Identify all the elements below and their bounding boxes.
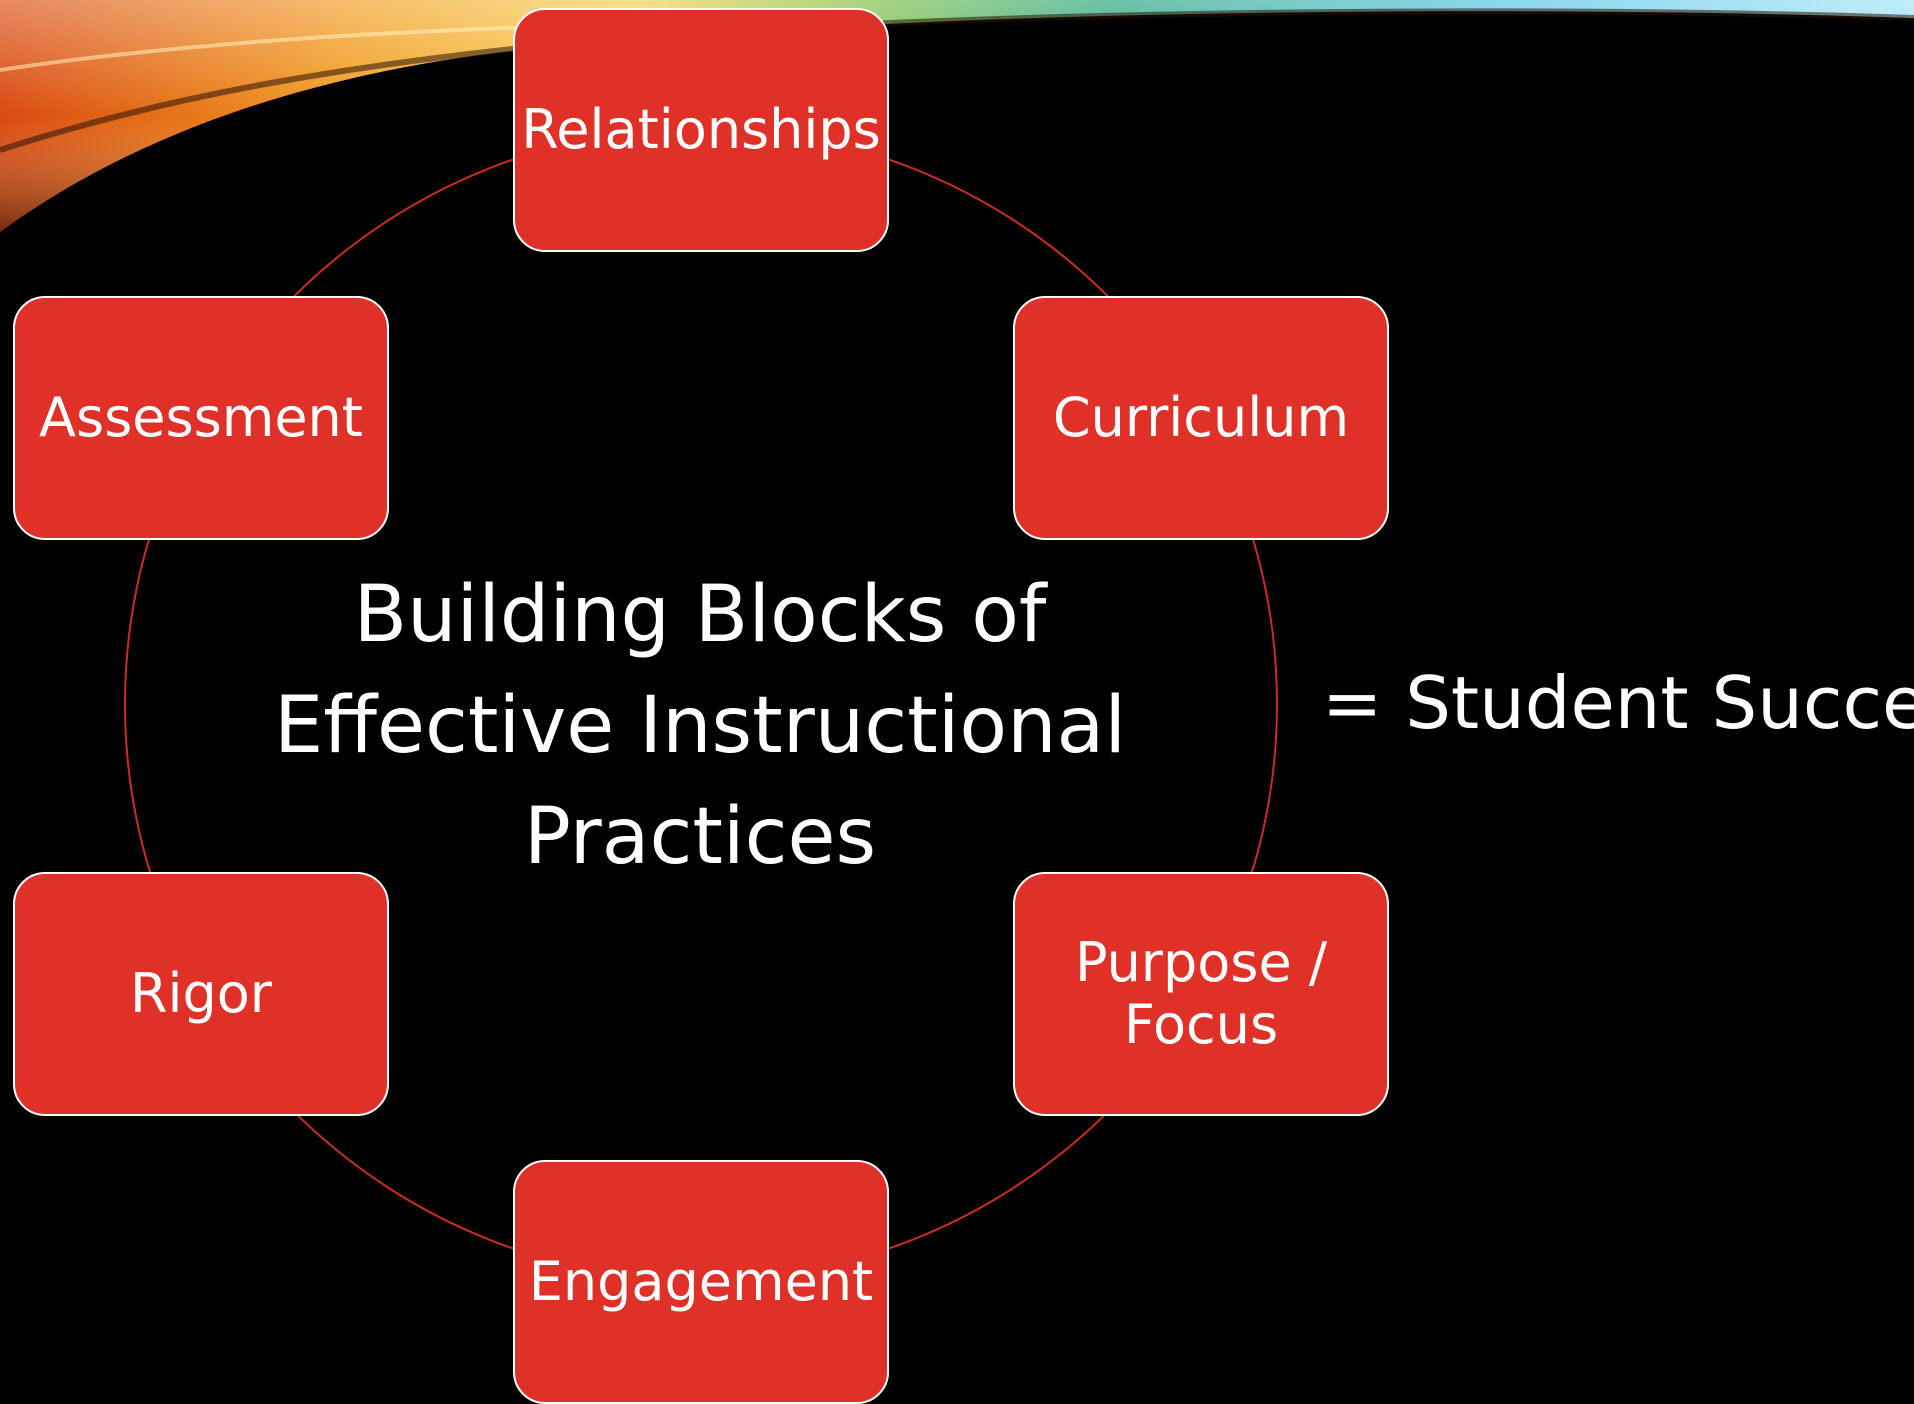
center-title: Building Blocks of Effective Instruction… [273,570,1127,882]
block-purpose-focus: Purpose / Focus [1013,872,1389,1116]
block-engagement: Engagement [513,1160,889,1404]
outcome-text: = Student Success [1322,661,1914,745]
block-purpose-focus-label: Purpose / Focus [1074,930,1328,1056]
block-relationships: Relationships [513,8,889,252]
block-curriculum: Curriculum [1013,296,1389,540]
top-swoosh-shade [0,0,1914,232]
block-relationships-label: Relationships [521,97,881,161]
block-rigor-label: Rigor [129,961,273,1025]
block-engagement-label: Engagement [528,1249,874,1313]
block-assessment: Assessment [13,296,389,540]
block-curriculum-label: Curriculum [1052,385,1350,449]
block-assessment-label: Assessment [39,385,363,449]
block-rigor: Rigor [13,872,389,1116]
